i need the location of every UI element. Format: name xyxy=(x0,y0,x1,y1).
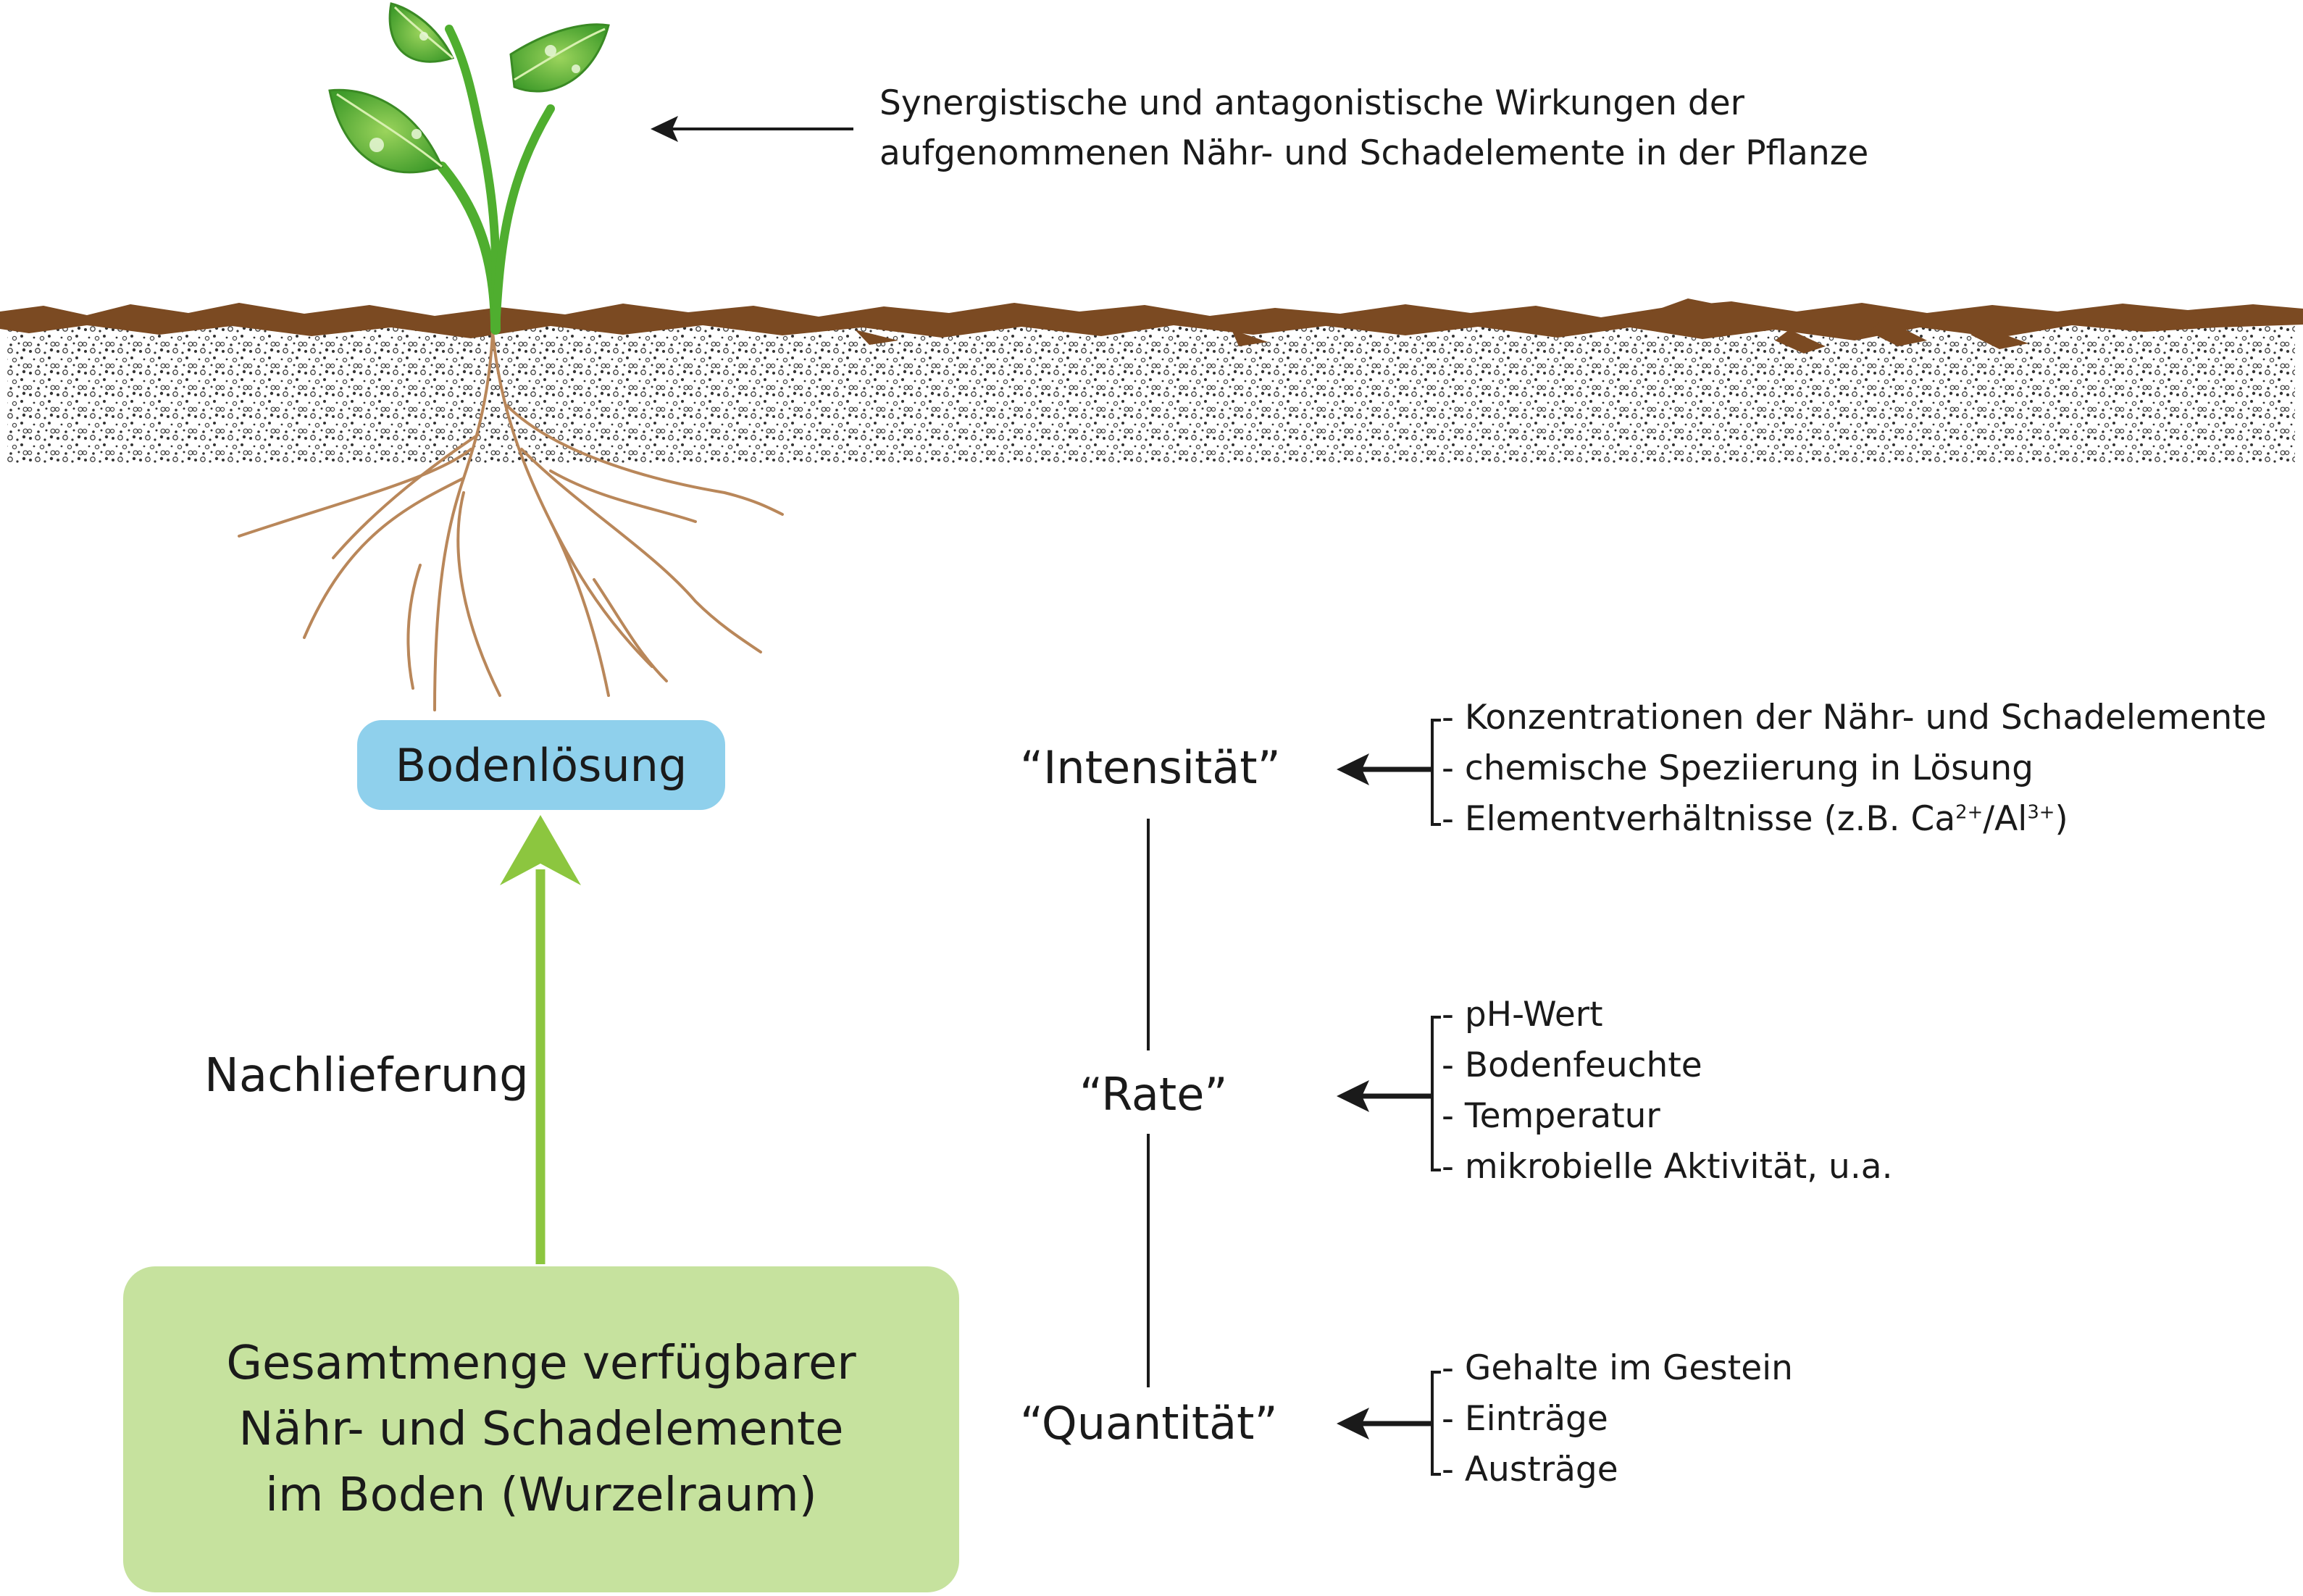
factor-arrows xyxy=(1337,753,1431,1440)
plant-annotation-arrow xyxy=(651,116,853,142)
total-elements-box: Gesamtmenge verfügbarer Nähr- und Schade… xyxy=(123,1266,959,1592)
list-item: - Bodenfeuchte xyxy=(1442,1045,1702,1085)
rate-bracket xyxy=(1431,1016,1441,1171)
plant-leaves xyxy=(328,2,610,174)
list-item: - chemische Speziierung in Lösung xyxy=(1442,748,2034,788)
list-item: - Konzentrationen der Nähr- und Schadele… xyxy=(1442,698,2267,738)
list-item: - Gehalte im Gestein xyxy=(1442,1348,1793,1388)
quantity-bracket xyxy=(1431,1371,1441,1476)
soil-layer xyxy=(7,326,2295,465)
plant-annotation-line2: aufgenommenen Nähr- und Schadelemente in… xyxy=(879,133,1869,173)
list-item: - pH-Wert xyxy=(1442,995,1603,1035)
factor-quantity-label: “Quantität” xyxy=(1020,1397,1278,1450)
rate-list: - pH-Wert - Bodenfeuchte - Temperatur - … xyxy=(1442,990,1893,1192)
supply-label: Nachlieferung xyxy=(204,1049,529,1103)
list-item: - Einträge xyxy=(1442,1399,1608,1439)
soil-solution-box: Bodenlösung xyxy=(357,720,725,810)
intensity-list: - Konzentrationen der Nähr- und Schadele… xyxy=(1442,693,2267,845)
total-elements-line2: Nähr- und Schadelemente xyxy=(238,1402,844,1456)
total-elements-line1: Gesamtmenge verfügbarer xyxy=(226,1336,856,1390)
total-elements-line3: im Boden (Wurzelraum) xyxy=(265,1468,817,1522)
plant-stem xyxy=(437,25,555,335)
factor-rate-label: “Rate” xyxy=(1079,1068,1228,1121)
quantity-list: - Gehalte im Gestein - Einträge - Austrä… xyxy=(1442,1343,1793,1495)
topsoil-band xyxy=(0,301,2303,340)
plant-annotation-line1: Synergistische und antagonistische Wirku… xyxy=(879,83,1744,123)
supply-arrow xyxy=(500,815,581,1264)
list-item: - Temperatur xyxy=(1442,1096,1660,1136)
list-item: - Austräge xyxy=(1442,1450,1618,1490)
list-item-element-ratio: - Elementverhältnisse (z.B. Ca2+/Al3+) xyxy=(1442,799,2068,839)
intensity-bracket xyxy=(1431,719,1441,826)
plant-roots xyxy=(238,330,784,711)
soil-solution-label: Bodenlösung xyxy=(395,738,687,792)
list-item: - mikrobielle Aktivität, u.a. xyxy=(1442,1147,1893,1187)
plant-annotation: Synergistische und antagonistische Wirku… xyxy=(879,78,1868,178)
factor-intensity-label: “Intensität” xyxy=(1020,741,1281,794)
